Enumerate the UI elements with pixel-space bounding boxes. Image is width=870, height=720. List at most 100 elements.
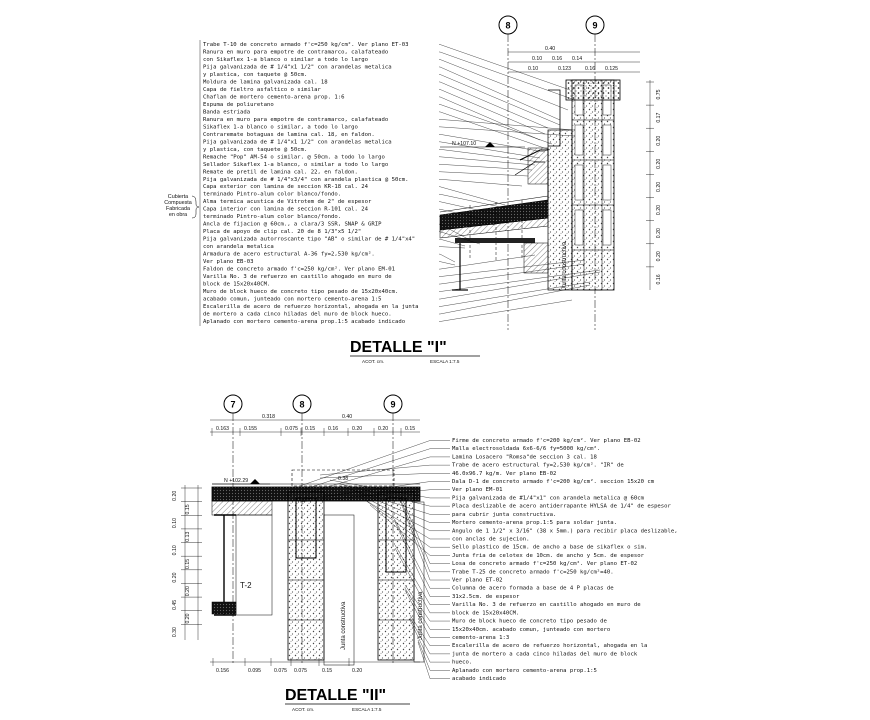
note-line: Escalerilla de acero de refuerzo horizon… — [203, 304, 419, 310]
level-label: N +102.29 — [224, 478, 248, 484]
dim-label: 0.15 — [185, 559, 191, 569]
note-line: acabado comun, junteado con mortero ceme… — [203, 297, 382, 303]
note-line: Losa de concreto armado f'c=250 kg/cm². … — [452, 560, 637, 567]
dim-label: 0.163 — [216, 426, 229, 432]
junta-left-label: Junta constructiva — [341, 601, 347, 650]
note-line: con anclas de sujecion. — [452, 536, 529, 542]
dim-label: 0.095 — [248, 668, 261, 674]
detail-1-top-beam — [565, 79, 621, 101]
detail-2-acot: ACOT. cm. — [292, 707, 314, 712]
note-line: Pija galvanizada autorroscante tipo "AB"… — [203, 237, 415, 243]
detail-2-trabe: 0.38 0.25 — [291, 469, 395, 496]
detail-1-escala: ESCALA 1:7.5 — [430, 359, 460, 364]
note-line: Armadura de acero estructural A-36 fy=2,… — [203, 251, 375, 258]
axis-label: 8 — [505, 21, 510, 31]
note-line: y plastica, con taquete @ 50cm. — [203, 147, 307, 153]
dim-label: 0.40 — [342, 414, 352, 420]
dim-label: 0.123 — [558, 66, 571, 72]
dim-label: 0.16 — [585, 66, 595, 72]
dim-label: 0.20 — [185, 613, 191, 623]
detail-1-side-label: Cubierta Compuesta Fabricada en obra — [164, 194, 200, 219]
detail-1-notes: Trabe T-10 de concreto armado f'c=250 kg… — [203, 41, 419, 325]
note-line: cemento-arena 1:3 — [452, 635, 509, 641]
side-label-line: en obra — [169, 212, 187, 218]
dim-label: 0.20 — [656, 251, 662, 261]
detail-2-leaders — [299, 440, 450, 679]
beam-dim-2: 0.25 — [340, 490, 350, 496]
dim-label: 0.20 — [185, 586, 191, 596]
detail-2-left-dimensions: 0.200.150.100.130.100.150.200.200.450.20… — [172, 487, 202, 637]
note-line: y plastica, con taquete @ 50cm. — [203, 72, 307, 78]
detail-1-right-dimensions: 0.750.170.200.200.200.200.200.200.16 — [646, 81, 662, 284]
note-line: Capa interior con lamina de seccion R-10… — [203, 207, 369, 213]
note-line: Ver plano EM-01 — [452, 487, 503, 493]
note-line: Contraremate botaguas de lamina cal. 18,… — [203, 132, 375, 138]
dim-label: 0.075 — [274, 668, 287, 674]
note-line: Escalerilla de acero de refuerzo horizon… — [452, 643, 647, 649]
note-line: Angulo de 1 1/2" x 3/16" (38 x 5mm.) par… — [452, 528, 678, 534]
detail-1-title: DETALLE "I" — [350, 339, 447, 356]
note-line: block de 15x20x40CM. — [452, 610, 519, 616]
note-line: Ancla de fijacion @ 60cm., a clara/3 SSR… — [203, 222, 382, 228]
note-line: Capa de fieltro asfaltico o similar — [203, 87, 322, 93]
dim-label: 0.45 — [172, 600, 178, 610]
note-line: Dala D-1 de concreto armado f'c=200 kg/c… — [452, 478, 655, 485]
note-line: junta de mortero a cada cinco hiladas de… — [452, 651, 638, 657]
dim-label: 0.10 — [532, 56, 542, 62]
dim-label: 0.16 — [656, 274, 662, 284]
axis-label: 7 — [230, 400, 235, 410]
note-line: 46.0x96.7 kg/m. Ver plano EB-02 — [452, 471, 556, 477]
detail-1-title-block: DETALLE "I" ACOT. cm. ESCALA 1:7.5 — [350, 339, 480, 364]
dim-label: 0.15 — [185, 504, 191, 514]
note-line: Varilla No. 3 de refuerzo en castillo ah… — [203, 274, 392, 280]
dim-label: 0.13 — [185, 532, 191, 542]
dim-label: 0.10 — [528, 66, 538, 72]
note-line: Trabe T-25 de concreto armado f'c=250 kg… — [452, 568, 614, 575]
note-line: de mortero a cada cinco hiladas del muro… — [203, 312, 392, 318]
detail-2-axis-7: 7 — [223, 394, 243, 665]
detail-1-group: 8 9 0.40 0.10 0.16 0.14 0.10 0.123 0.16 … — [164, 15, 662, 364]
axis-label: 9 — [390, 400, 395, 410]
dim-label: 0.16 — [328, 426, 338, 432]
note-line: para cubrir junta constructiva. — [452, 512, 556, 518]
detail-2-steel-beam-t2: T-2 — [211, 514, 273, 616]
note-line: Pija galvanizada de # 1/4"x1 1/2" con ar… — [203, 139, 392, 145]
note-line: Alma termica acustica de Vitrotem de 2" … — [203, 199, 372, 205]
note-line: Ver plano EB-03 — [203, 259, 254, 265]
detail-2-title: DETALLE "II" — [285, 687, 386, 704]
note-line: con arandela metalica — [203, 244, 274, 250]
dim-label: 0.075 — [285, 426, 298, 432]
detail-1-roof-slab — [439, 195, 549, 260]
detail-1-leaders — [199, 40, 601, 326]
note-line: Ver plano ET-02 — [452, 578, 503, 584]
note-line: con Sikaflex 1-a blanco o similar a todo… — [203, 57, 368, 63]
note-line: hueco. — [452, 660, 472, 666]
dim-label: 0.16 — [552, 56, 562, 62]
detail-2-level-mark: N +102.29 — [212, 478, 270, 485]
dim-label: 0.156 — [216, 668, 229, 674]
note-line: Banda estriada — [203, 109, 250, 115]
note-line: Pija galvanizada de # 1/4"x1 1/2" con ar… — [203, 64, 392, 70]
dim-label: 0.20 — [172, 572, 178, 582]
dim-label: 0.15 — [305, 426, 315, 432]
detail-1-steel-joist — [452, 238, 549, 291]
dim-label: 0.20 — [656, 182, 662, 192]
detail-1-left-column — [547, 129, 573, 291]
note-line: Remate de pretil de lamina cal. 22, en f… — [203, 169, 358, 175]
note-line: Ranura en muro para empotre de contramar… — [203, 49, 388, 55]
note-line: Pija galvanizada de # 1/4"x3/4" con aran… — [203, 177, 408, 183]
dim-label: 0.318 — [262, 414, 275, 420]
note-line: terminado Pintro-alum color blanco/fondo… — [203, 192, 341, 198]
dim-label: 0.125 — [605, 66, 618, 72]
note-line: Pija galvanizada de #1/4"x1" con arandel… — [452, 495, 645, 501]
dim-label: 0.15 — [322, 668, 332, 674]
note-line: Muro de block hueco de concreto tipo pes… — [203, 289, 398, 295]
dim-label: 0.20 — [352, 426, 362, 432]
note-line: terminado Pintro-alum color blanco/fondo… — [203, 214, 341, 220]
note-line: Junta fria de celotex de 10cm. de ancho … — [452, 553, 645, 559]
